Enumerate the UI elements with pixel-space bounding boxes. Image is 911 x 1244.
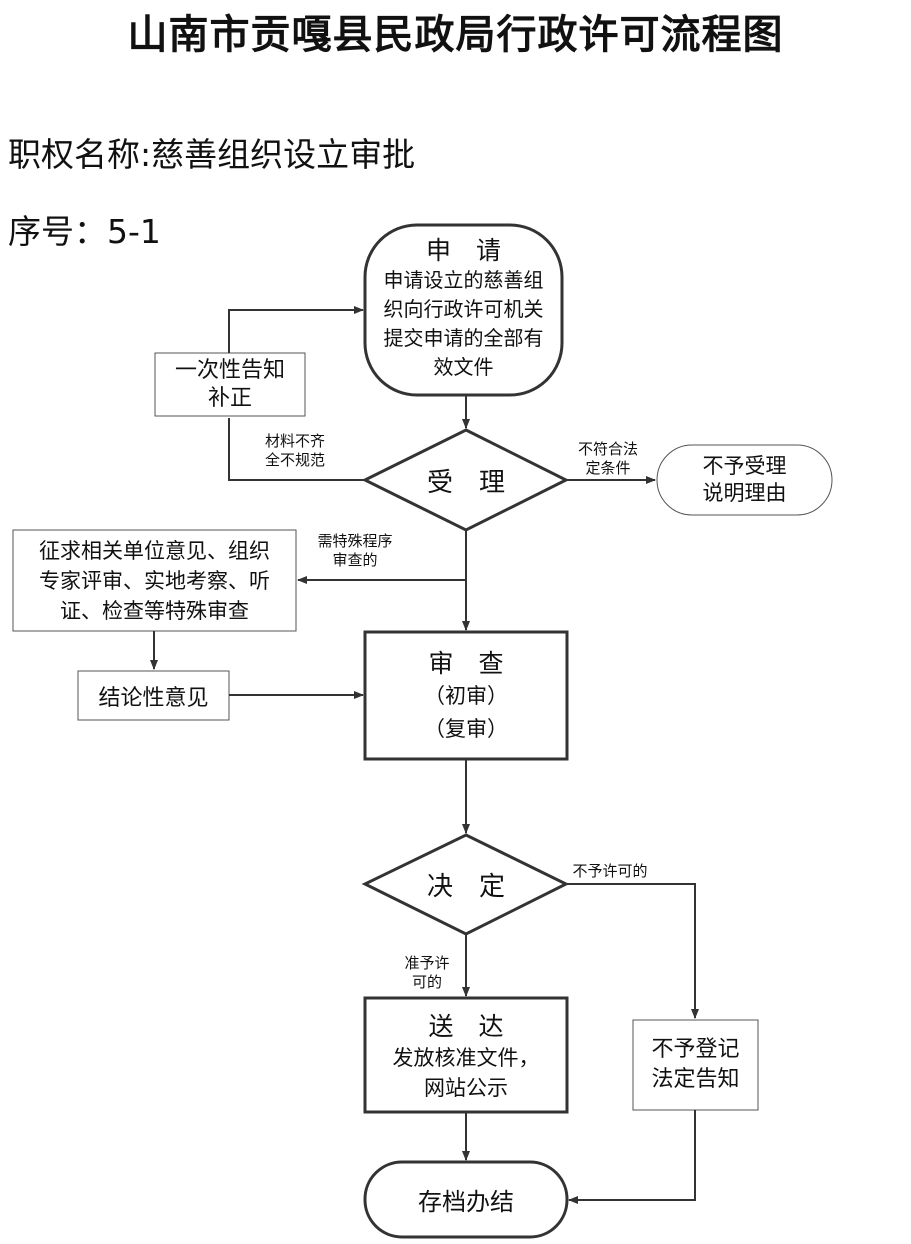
edge-decide-noregister (566, 883, 699, 1019)
decide-text: 决 定 (426, 871, 505, 902)
review-node (363, 630, 569, 761)
serial-number: 序号：5-1 (8, 212, 161, 251)
apply-title: 申 请 (425, 236, 501, 265)
special-review-text: 征求相关单位意见、组织 专家评审、实地考察、听 证、检查等特殊审查 (39, 538, 270, 623)
conclusion-text: 结论性意见 (98, 685, 209, 711)
review-title: 审 查 (428, 649, 504, 678)
edge-correction-apply (228, 306, 364, 353)
deliver-node (363, 996, 569, 1114)
deliver-title: 送 达 (428, 1012, 504, 1041)
deliver-body: 发放核准文件， 网站公示 (392, 1046, 540, 1100)
accept-text: 受 理 (426, 467, 505, 498)
edge-label-permitted: 准予许 可的 (404, 954, 450, 991)
conclusion-node (77, 670, 230, 721)
edge-noregister-archive (568, 1110, 696, 1204)
edge-accept-correction (228, 418, 365, 481)
review-body: （初审） （复审） (424, 684, 508, 741)
notify-correction-node (154, 352, 306, 417)
archive-node (363, 1160, 569, 1239)
apply-body: 申请设立的慈善组 织向行政许可机关 提交申请的全部有 效文件 (383, 268, 544, 379)
edge-label-special-procedure: 需特殊程序 审查的 (317, 532, 393, 569)
archive-text: 存档办结 (418, 1188, 514, 1216)
authority-name: 职权名称:慈善组织设立审批 (8, 135, 416, 174)
reject-accept-text: 不予受理 说明理由 (702, 454, 787, 505)
reject-accept-node (656, 444, 833, 516)
special-review-node (12, 529, 297, 632)
page-title: 山南市贡嘎县民政局行政许可流程图 (127, 12, 784, 58)
edge-label-incomplete: 材料不齐 全不规范 (264, 432, 325, 469)
edge-label-not-qualified: 不符合法 定条件 (577, 440, 638, 477)
apply-node (363, 223, 564, 397)
edge-label-not-permitted: 不予许可的 (572, 862, 648, 880)
no-register-text: 不予登记 法定告知 (651, 1037, 740, 1092)
notify-correction-text: 一次性告知 补正 (174, 357, 285, 411)
